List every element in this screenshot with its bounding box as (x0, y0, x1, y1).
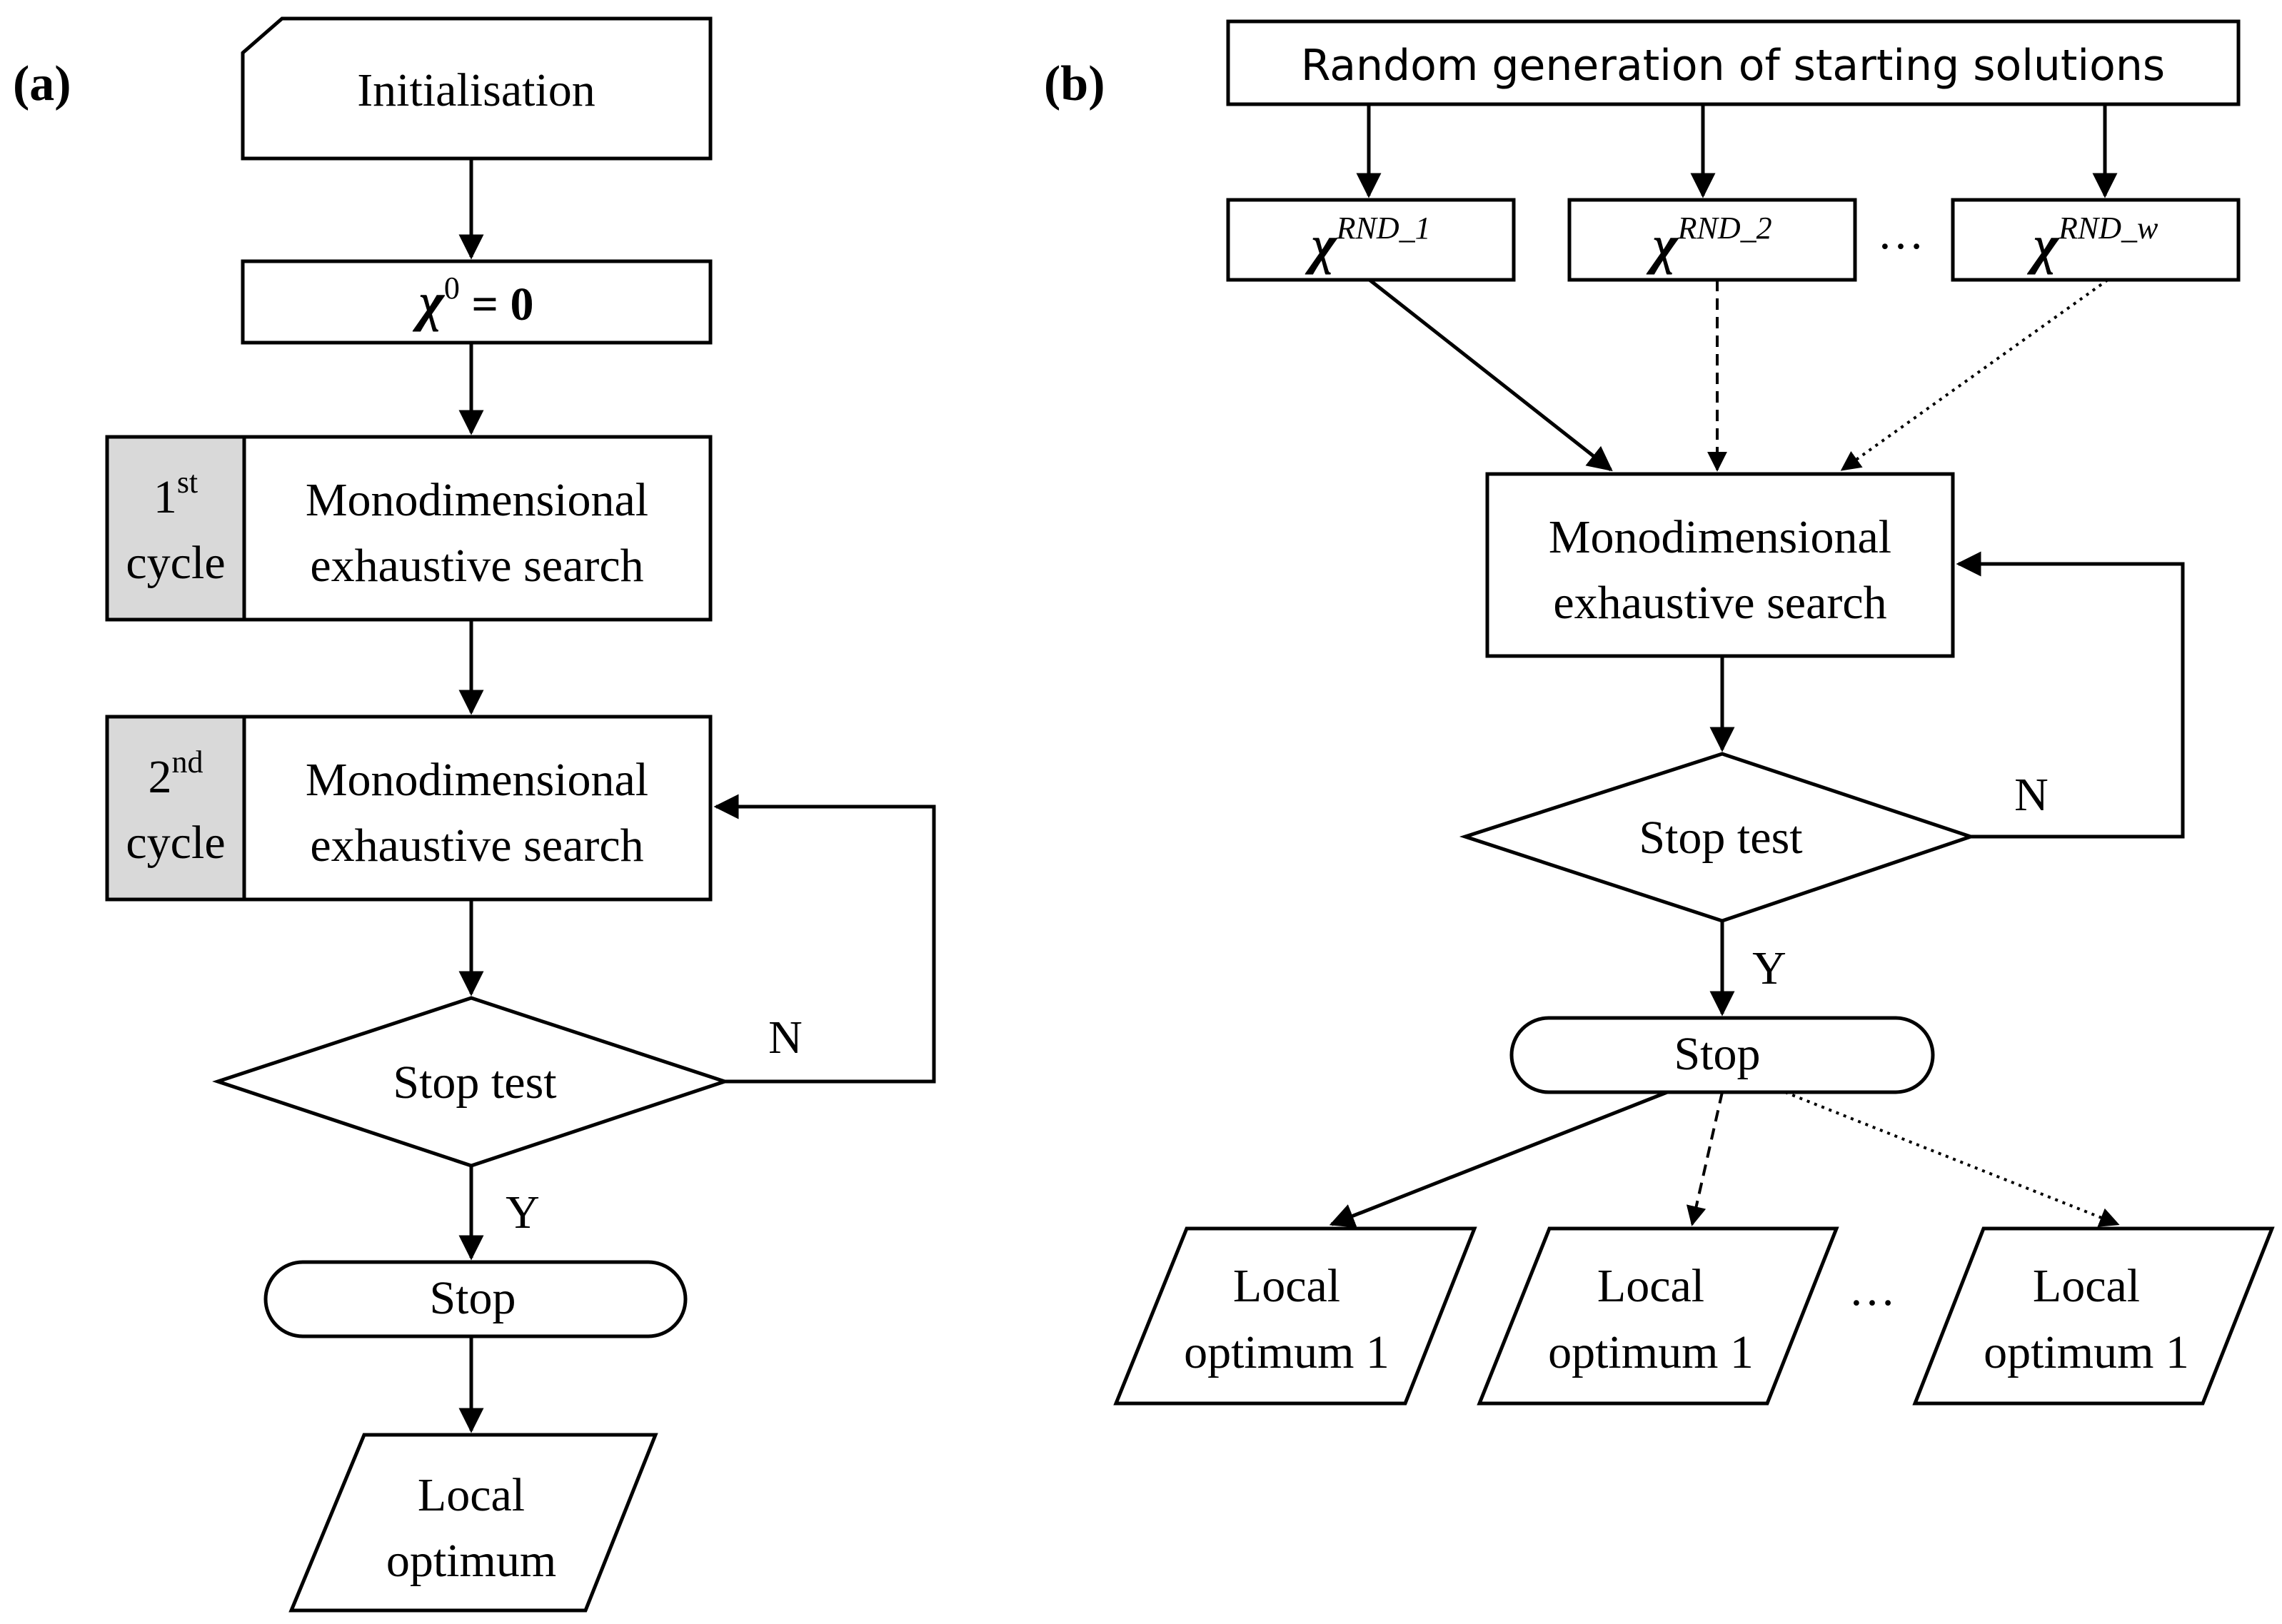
rnd2-superscript: RND_2 (1677, 211, 1772, 246)
local-optimum-b2-shape (1477, 1226, 1839, 1406)
rndw-shape (1951, 198, 2241, 282)
search-box-1-line1: Monodimensional (306, 474, 648, 526)
chi0-node: χ0 = 0 (241, 259, 713, 345)
local-optimum-b3-node: Local optimum 1 (1912, 1226, 2275, 1406)
local-optimum-a-shape (288, 1433, 658, 1613)
panel-a: (a) Initialisation χ0 = 0 1st cycle Mono… (13, 16, 936, 1613)
no-label-b: N (2014, 769, 2049, 821)
initialisation-node: Initialisation (241, 16, 713, 161)
stop-test-a-node: Stop test (212, 996, 730, 1168)
chi0-label: χ0 = 0 (413, 271, 534, 332)
chi0-equation: = 0 (460, 278, 534, 331)
arrow-stop-to-opt2 (1686, 1091, 1724, 1226)
chi0-shape (241, 259, 713, 345)
yes-label-b: Y (1752, 942, 1786, 994)
search-box-2-line2: exhaustive search (310, 819, 643, 872)
stop-test-b-label: Stop test (1639, 812, 1802, 864)
no-label-a: N (768, 1012, 803, 1064)
stop-a-node: Stop (263, 1260, 688, 1338)
cycle2-num: 2 (149, 751, 172, 803)
cycle1-tag (105, 435, 246, 622)
arrow-rndw-to-search (1840, 278, 2109, 471)
chi0-superscript: 0 (444, 271, 460, 306)
search-box-1 (242, 435, 713, 622)
rnd1-node: χRND_1 (1226, 198, 1516, 282)
search-box-b-line2: exhaustive search (1553, 577, 1886, 629)
initialisation-label: Initialisation (357, 64, 595, 116)
yes-label-a: Y (506, 1186, 540, 1239)
local-optimum-a-line1: Local (418, 1469, 525, 1521)
panel-b: (b) Random generation of starting soluti… (1044, 19, 2275, 1406)
search-box-2-line1: Monodimensional (306, 754, 648, 806)
search-box-b-shape (1485, 472, 1955, 658)
rnd1-superscript: RND_1 (1336, 211, 1431, 246)
panel-a-label: (a) (13, 56, 71, 111)
cycle1-number: 1st (154, 465, 198, 523)
rnd-ellipsis: … (1877, 207, 1924, 259)
arrow-rnd1-to-search (1368, 278, 1613, 472)
local-optimum-a-line2: optimum (386, 1535, 556, 1587)
search-box-b-line1: Monodimensional (1549, 511, 1891, 563)
arrow-stop-to-opt3 (1784, 1091, 2120, 1227)
rnd2-label: χRND_2 (1646, 211, 1771, 275)
search-box-b-node: Monodimensional exhaustive search (1485, 472, 1955, 658)
cycle1-num: 1 (154, 471, 177, 523)
search-box-1-line2: exhaustive search (310, 540, 643, 592)
local-optimum-b2-node: Local optimum 1 (1477, 1226, 1839, 1406)
rndw-node: χRND_w (1951, 198, 2241, 282)
local-optimum-a-node: Local optimum (288, 1433, 658, 1613)
stop-test-b-node: Stop test (1459, 752, 1976, 923)
cycle2-tag (105, 715, 246, 902)
local-optimum-b3-line1: Local (2033, 1260, 2140, 1312)
initialisation-shape (241, 16, 713, 161)
rnd2-node: χRND_2 (1567, 198, 1857, 282)
cycle2-number: 2nd (149, 745, 203, 803)
optimum-ellipsis: … (1849, 1264, 1896, 1316)
cycle2-word: cycle (126, 817, 225, 869)
random-generation-node: Random generation of starting solutions (1226, 19, 2241, 106)
stop-test-a-label: Stop test (393, 1056, 556, 1109)
local-optimum-b1-shape (1113, 1226, 1477, 1406)
cycle1-suffix: st (177, 465, 198, 500)
arrow-no-loop-b (1956, 551, 2185, 839)
stop-b-label: Stop (1674, 1028, 1760, 1080)
arrow-no-loop-a (713, 794, 936, 1084)
local-optimum-b1-line1: Local (1233, 1260, 1340, 1312)
local-optimum-b1-node: Local optimum 1 (1113, 1226, 1477, 1406)
stop-b-node: Stop (1509, 1016, 1935, 1094)
stop-a-label: Stop (429, 1272, 516, 1324)
local-optimum-b3-shape (1912, 1226, 2275, 1406)
panel-b-label: (b) (1044, 56, 1105, 111)
cycle2-suffix: nd (172, 745, 203, 780)
local-optimum-b3-line2: optimum 1 (1984, 1326, 2189, 1378)
local-optimum-b2-line2: optimum 1 (1548, 1326, 1754, 1378)
cycle1-word: cycle (126, 537, 225, 589)
cycle2-node: 2nd cycle Monodimensional exhaustive sea… (105, 715, 713, 902)
search-box-2 (242, 715, 713, 902)
random-generation-shape (1226, 19, 2241, 106)
arrow-stop-to-opt1 (1329, 1090, 1668, 1228)
cycle1-node: 1st cycle Monodimensional exhaustive sea… (105, 435, 713, 622)
stop-a-shape (263, 1260, 688, 1338)
local-optimum-b1-line2: optimum 1 (1184, 1326, 1389, 1378)
rndw-superscript: RND_w (2058, 211, 2158, 246)
random-generation-label: Random generation of starting solutions (1301, 41, 2165, 91)
rnd1-shape (1226, 198, 1516, 282)
local-optimum-b2-line1: Local (1597, 1260, 1704, 1312)
rnd2-shape (1567, 198, 1857, 282)
